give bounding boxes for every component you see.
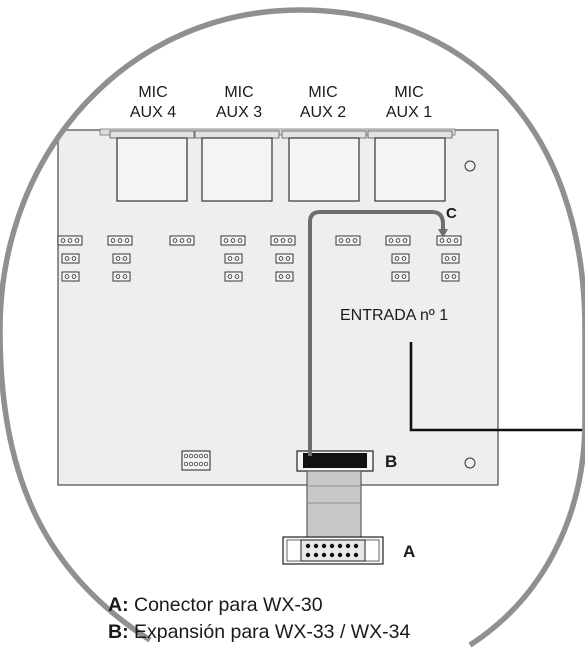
marker-c: C [446,205,457,222]
jumper-2pin [61,253,80,264]
legend-a: A: Conector para WX-30 [108,594,323,617]
marker-a: A [403,542,415,561]
connector-pin [353,552,359,558]
legend-b: B: Expansión para WX-33 / WX-34 [108,621,410,644]
mic-connector-aux3 [194,130,280,202]
connector-pin [305,543,311,549]
connector-pin [337,543,343,549]
connector-pin [337,552,343,558]
header-pin [203,461,209,467]
jumper-3pin [107,235,133,246]
header-pin [198,461,204,467]
signal-cable [308,210,445,456]
legend-b-key: B: [108,621,129,643]
entrada-label: ENTRADA nº 1 [340,307,448,324]
jumper-2pin [61,271,80,282]
jumper-2pin [224,271,243,282]
jumper-2pin [275,271,294,282]
jumper-3pin [169,235,195,246]
jumper-2pin [112,253,131,264]
jumper-3pin [385,235,411,246]
header-pin [203,453,209,459]
connector-pin [329,543,335,549]
header-pin [193,461,199,467]
header-pin [183,461,189,467]
marker-b: B [385,452,397,471]
mic-connector-aux1 [367,130,453,202]
mic-aux1-label-line2: AUX 1 [386,104,432,121]
connector-a [282,536,384,565]
jumper-2pin [391,271,410,282]
mounting-hole-bottom [464,457,476,469]
legend-a-text: Conector para WX-30 [134,594,323,616]
jumper-2pin [112,271,131,282]
header-pin [193,453,199,459]
jumper-3pin [220,235,246,246]
connector-pin [305,552,311,558]
mic-aux2-label-line1: MIC [308,84,337,101]
jumper-3pin [335,235,361,246]
mic-aux1-label-line1: MIC [394,84,423,101]
mic-connector-aux4 [109,130,195,202]
jumper-2pin [441,271,460,282]
connector-pin [345,552,351,558]
connector-pin [345,543,351,549]
mic-aux4-label-line2: AUX 4 [130,104,176,121]
ribbon-cable [306,470,362,538]
jumper-2pin [391,253,410,264]
mounting-hole-top [464,160,476,172]
jumper-2pin [224,253,243,264]
jumper-3pin [57,235,83,246]
legend-a-key: A: [108,594,129,616]
jumper-3pin [270,235,296,246]
zoom-circle-outline [0,7,585,648]
entrada-wire [409,342,585,432]
header-pin [183,453,189,459]
connector-pin [313,552,319,558]
mic-connector-aux2 [281,130,367,202]
mic-aux2-label-line2: AUX 2 [300,104,346,121]
cable-arrow [438,229,448,238]
connector-pin [313,543,319,549]
legend-b-text: Expansión para WX-33 / WX-34 [134,621,411,643]
ten-pin-header [181,450,211,471]
connector-pin [321,552,327,558]
mic-aux3-label-line2: AUX 3 [216,104,262,121]
connector-pin [329,552,335,558]
jumper-3pin [436,235,462,246]
connector-pin [321,543,327,549]
header-pin [188,461,194,467]
mic-aux3-label-line1: MIC [224,84,253,101]
jumper-2pin [441,253,460,264]
header-pin [198,453,204,459]
jumper-2pin [275,253,294,264]
jumper-headers [57,235,462,282]
mic-aux4-label-line1: MIC [138,84,167,101]
header-pin [188,453,194,459]
connector-pin [353,543,359,549]
expansion-connector-b [296,450,374,472]
